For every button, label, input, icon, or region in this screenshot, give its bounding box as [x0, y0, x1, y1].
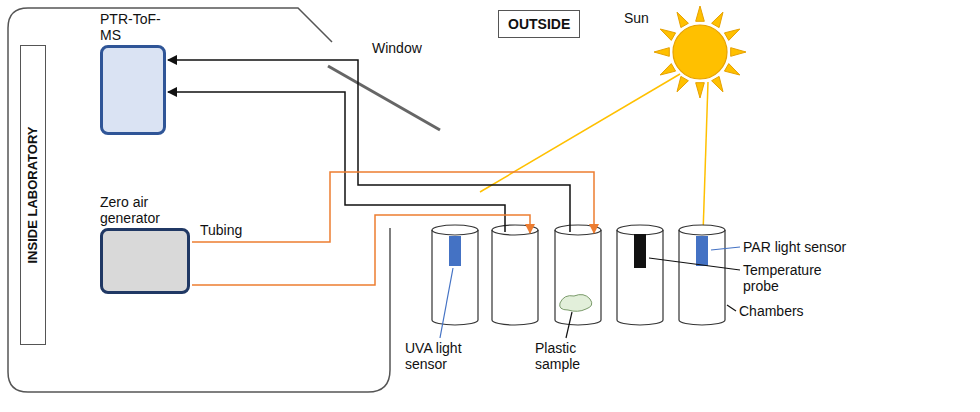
- region-label-box: OUTSIDE: [498, 10, 580, 38]
- sun-ray: [677, 12, 688, 27]
- zero-air-tubing: [192, 215, 530, 285]
- sun-ray: [724, 64, 739, 75]
- sample-label: Plastic sample: [535, 340, 615, 372]
- box-heading: Zero air generator: [100, 194, 196, 226]
- generator-box: Zero air generator: [100, 228, 190, 294]
- instrument-box: PTR-ToF-MS: [100, 45, 166, 135]
- chamber-top: [679, 225, 725, 235]
- sensor-label: PAR light sensor: [743, 239, 863, 255]
- sample-tubing: [168, 60, 570, 232]
- leader-line: [440, 268, 453, 338]
- sun-ray-line: [703, 82, 708, 234]
- sun-ray: [660, 29, 675, 40]
- sun-ray: [712, 76, 723, 91]
- sun-ray: [731, 48, 746, 57]
- chambers: [432, 225, 725, 325]
- leader-line: [566, 312, 572, 338]
- sample-tubing: [168, 92, 505, 232]
- probe-label: Temperature probe: [743, 262, 833, 294]
- sun-label: Sun: [624, 10, 649, 26]
- sun-ray: [724, 29, 739, 40]
- temperature-probe: [634, 234, 646, 268]
- chamber-top: [617, 225, 663, 235]
- box-heading: PTR-ToF-MS: [100, 11, 172, 43]
- sun-disc: [673, 25, 727, 79]
- sun-ray: [660, 64, 675, 75]
- plastic-sample: [560, 295, 592, 312]
- zero-air-tubing: [192, 172, 594, 242]
- sensor-label: UVA light sensor: [405, 340, 485, 372]
- chambers-label: Chambers: [739, 303, 804, 319]
- par-light-sensor: [696, 236, 708, 266]
- sun-ray: [654, 48, 669, 57]
- tubing-label: Tubing: [200, 222, 242, 238]
- chamber-body: [555, 230, 601, 325]
- sun-ray: [696, 6, 705, 21]
- region-label: INSIDE LABORATORY: [26, 127, 41, 264]
- sun-ray: [712, 12, 723, 27]
- window-label: Window: [372, 40, 422, 56]
- leader-line: [649, 258, 740, 270]
- sun-ray: [696, 83, 705, 98]
- chamber-top: [432, 225, 478, 235]
- sun: [654, 6, 746, 98]
- sun-ray-line: [480, 74, 680, 192]
- leader-line: [711, 247, 740, 250]
- uva-light-sensor: [449, 236, 461, 266]
- chamber-body: [492, 230, 538, 325]
- region-label: OUTSIDE: [508, 16, 570, 32]
- chamber-body: [432, 230, 478, 325]
- chamber-body: [679, 230, 725, 325]
- chamber-body: [617, 230, 663, 325]
- region-label-box: INSIDE LABORATORY: [20, 45, 46, 345]
- chamber-top: [492, 225, 538, 235]
- laboratory-outline: [8, 8, 390, 392]
- sun-ray: [677, 76, 688, 91]
- leader-line: [727, 305, 736, 311]
